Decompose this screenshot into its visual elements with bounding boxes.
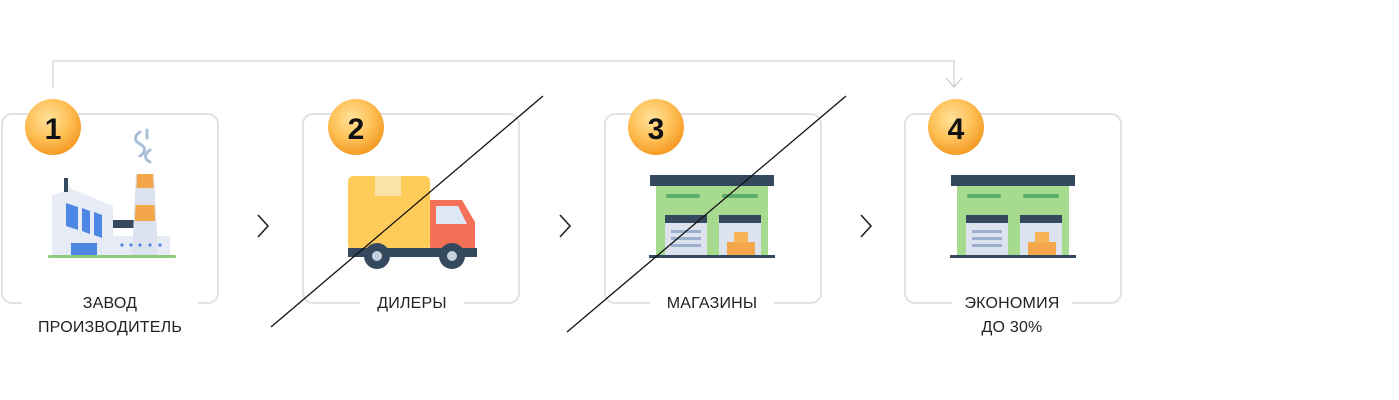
step-label-2: ДИЛЕРЫ bbox=[360, 292, 464, 316]
step-label-1: ЗАВОД ПРОИЗВОДИТЕЛЬ bbox=[22, 292, 198, 340]
step-number-3: 3 bbox=[648, 113, 665, 146]
step-number-1: 1 bbox=[45, 113, 62, 146]
bypass-arrow-head bbox=[945, 77, 963, 88]
step-label-4-line1: ЭКОНОМИЯ bbox=[964, 295, 1060, 312]
step-number-4: 4 bbox=[948, 113, 965, 146]
step-label-1-line2: ПРОИЗВОДИТЕЛЬ bbox=[37, 319, 183, 336]
chevron-right-icon bbox=[257, 214, 270, 238]
chevron-right-icon bbox=[860, 214, 873, 238]
step-label-4: ЭКОНОМИЯ ДО 30% bbox=[952, 292, 1072, 340]
step-label-3-line1: МАГАЗИНЫ bbox=[666, 295, 758, 312]
chevron-right-icon bbox=[559, 214, 572, 238]
step-badge-1: 1 bbox=[25, 99, 81, 155]
bypass-connector bbox=[52, 60, 955, 88]
truck-icon bbox=[348, 176, 477, 269]
step-number-2: 2 bbox=[348, 113, 365, 146]
step-label-1-line1: ЗАВОД bbox=[82, 295, 138, 312]
factory-icon bbox=[48, 128, 176, 258]
step-badge-4: 4 bbox=[928, 99, 984, 155]
step-badge-2: 2 bbox=[328, 99, 384, 155]
store-icon bbox=[649, 175, 775, 258]
store-icon bbox=[950, 175, 1076, 258]
step-label-4-line2: ДО 30% bbox=[981, 319, 1043, 336]
step-badge-3: 3 bbox=[628, 99, 684, 155]
step-label-3: МАГАЗИНЫ bbox=[650, 292, 774, 316]
step-label-2-line1: ДИЛЕРЫ bbox=[377, 295, 447, 312]
